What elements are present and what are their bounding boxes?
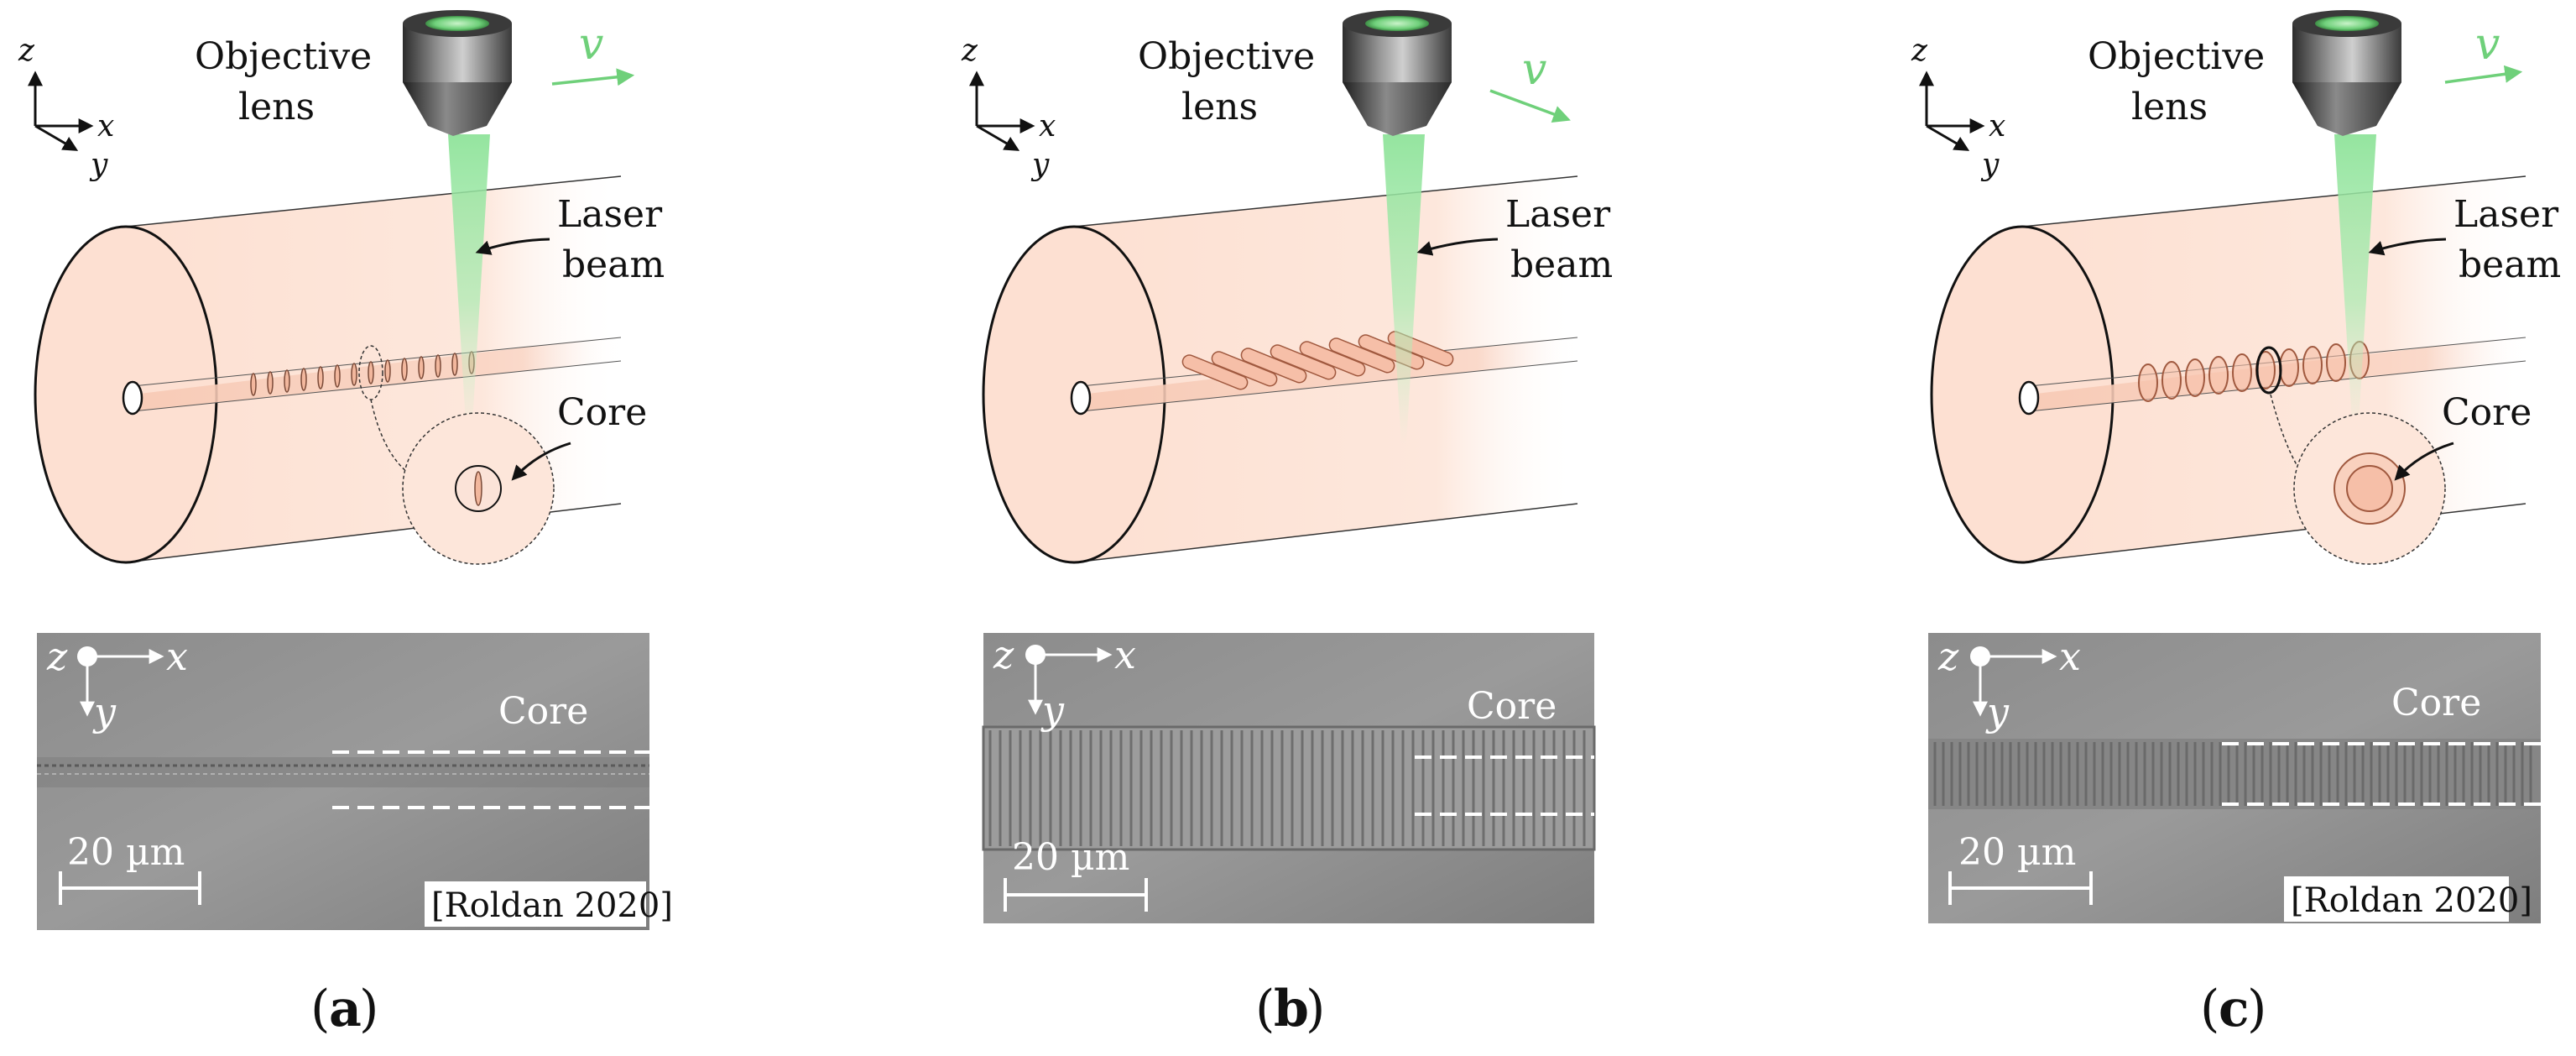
core-pointer-arrow (511, 442, 571, 481)
core-label: Core (557, 391, 647, 434)
axis-y-label: y (1980, 148, 2000, 182)
scale-bar-label: 20 µm (1958, 831, 2076, 874)
objective-label-line1: Objective (2088, 35, 2265, 78)
micro-axis-x: x (1114, 632, 1136, 677)
objective-lens-a (403, 10, 512, 136)
laser-label-line2: beam (562, 243, 665, 286)
axes-triad-c: z x y (1911, 34, 2005, 182)
axes-triad-a: z x y (18, 34, 114, 182)
caption-close-paren: ) (2247, 980, 2266, 1038)
core-inset-c (2270, 394, 2446, 565)
micro-axis-z: z (46, 634, 68, 679)
objective-label-line2: lens (2131, 86, 2208, 128)
velocity-label: v (2475, 19, 2500, 70)
objective-label-line1: Objective (195, 35, 372, 78)
laser-label-line1: Laser (1505, 193, 1611, 236)
axis-z-label: z (18, 34, 35, 68)
velocity-arrow (1489, 89, 1571, 123)
axes-triad-b: z x y (961, 34, 1056, 182)
velocity-arrow (2444, 65, 2523, 84)
objective-label-line2: lens (1181, 86, 1258, 128)
panel-c: z x y (1911, 10, 2561, 1038)
laser-beam-b (1383, 134, 1425, 445)
micro-axis-z: z (993, 632, 1014, 677)
modification-marks-a (250, 345, 475, 400)
laser-label-line1: Laser (557, 193, 663, 236)
caption-close-paren: ) (359, 980, 378, 1038)
core-inset-a (370, 399, 555, 565)
axis-z-label: z (961, 34, 978, 68)
caption-open-paren: ( (310, 980, 330, 1038)
objective-lens-b (1343, 10, 1452, 136)
laser-label-line2: beam (1510, 243, 1613, 286)
laser-pointer-arrow (475, 238, 550, 255)
laser-beam-a (448, 134, 490, 437)
axis-y-label: y (89, 148, 108, 182)
caption-close-paren: ) (1306, 980, 1325, 1038)
axis-x-label: x (1039, 109, 1056, 144)
micrograph-a: z x y Core 20 µm [Roldan 2020] (37, 633, 673, 930)
caption-letter: c (2219, 980, 2250, 1038)
modification-marks-c (2138, 341, 2370, 402)
velocity-label: v (579, 19, 603, 70)
axis-x-label: x (97, 109, 114, 144)
laser-beam-c (2334, 134, 2376, 437)
micro-axis-y: y (1040, 687, 1065, 733)
citation-label: [Roldan 2020] (2291, 881, 2532, 920)
panel-b: z x y (961, 10, 1613, 1038)
axis-y-label: y (1030, 148, 1050, 182)
micro-core-label: Core (1467, 685, 1557, 728)
micro-axis-x: x (2059, 634, 2081, 679)
objective-label-line1: Objective (1138, 35, 1315, 78)
core-pointer-arrow (2394, 442, 2454, 481)
caption-open-paren: ( (1255, 980, 1275, 1038)
caption-letter: a (329, 980, 362, 1038)
micrograph-c: z x y Core 20 µm [Roldan 2020] (1928, 633, 2541, 923)
axis-z-label: z (1911, 34, 1928, 68)
scale-bar-label: 20 µm (67, 831, 185, 874)
objective-label-line2: lens (238, 86, 315, 128)
core-label: Core (2442, 391, 2532, 434)
micrograph-b: z x y Core 20 µm (982, 632, 1596, 923)
velocity-arrow (551, 68, 635, 86)
panel-a: z x y (18, 10, 673, 1038)
laser-pointer-arrow (1416, 238, 1499, 256)
citation-label: [Roldan 2020] (431, 886, 673, 925)
laser-label-line1: Laser (2453, 193, 2559, 236)
objective-lens-c (2292, 10, 2401, 136)
micro-core-label: Core (498, 690, 588, 733)
laser-label-line2: beam (2459, 243, 2561, 286)
micro-axis-y: y (1985, 689, 2010, 734)
micro-axis-x: x (166, 634, 188, 679)
scale-bar-label: 20 µm (1012, 836, 1129, 879)
fringe-pattern-c (1933, 742, 2532, 806)
fringe-pattern-b (988, 730, 1586, 846)
micro-core-label: Core (2391, 682, 2481, 724)
micro-axis-y: y (92, 689, 117, 734)
laser-pointer-arrow (2368, 238, 2447, 256)
velocity-label: v (1522, 44, 1546, 95)
axis-x-label: x (1989, 109, 2005, 144)
caption-letter: b (1274, 980, 1309, 1038)
caption-open-paren: ( (2200, 980, 2219, 1038)
micro-axis-z: z (1937, 634, 1959, 679)
